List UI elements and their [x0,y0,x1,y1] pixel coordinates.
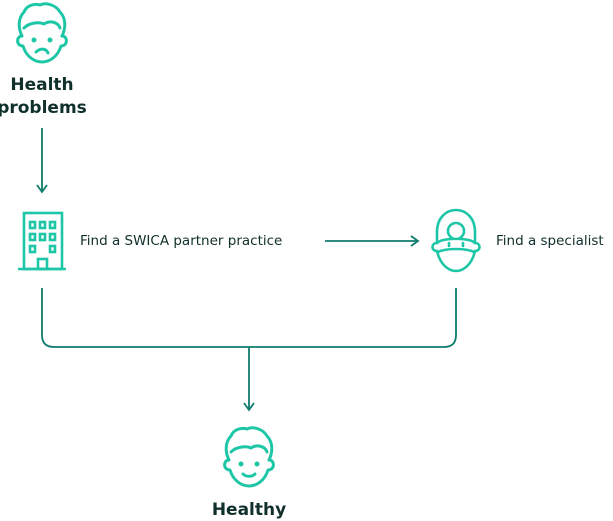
end-label: Healthy [211,500,287,520]
partner-label: Find a SWICA partner practice [80,233,283,249]
start-label: Health problems [0,74,92,120]
start-label-line1: Health [10,75,74,95]
merge-connector [41,288,457,348]
happy-face-icon [223,426,275,488]
building-icon [18,211,66,271]
specialist-label: Find a specialist [496,233,604,249]
start-label-line2: problems [0,98,87,118]
doctor-icon [431,208,481,273]
sad-face-icon [16,2,68,64]
